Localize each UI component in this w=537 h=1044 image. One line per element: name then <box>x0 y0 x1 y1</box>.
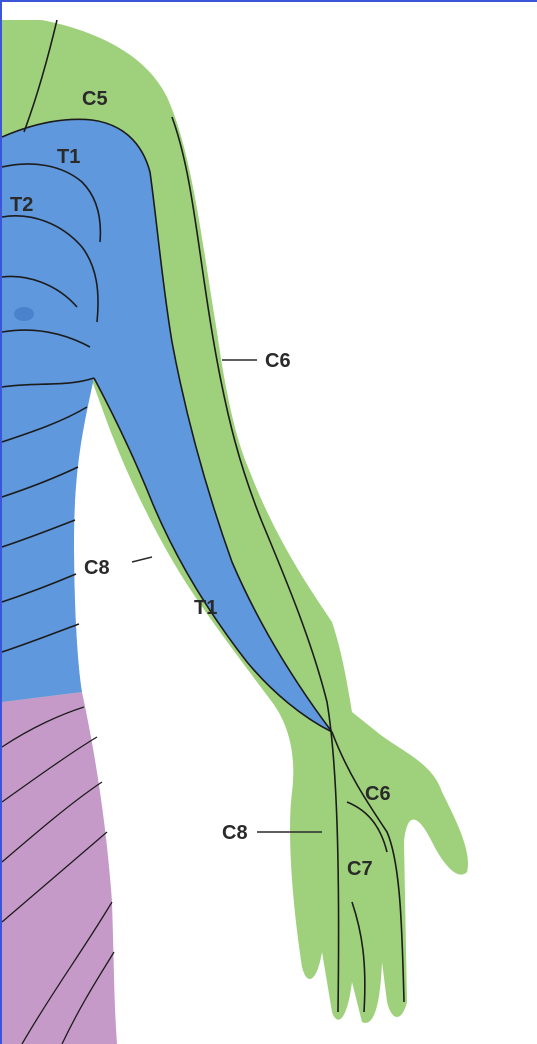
label-c6-hand: C6 <box>365 783 391 805</box>
label-c8-arm: C8 <box>84 557 110 579</box>
label-c7-hand: C7 <box>347 858 373 880</box>
label-c6-arm: C6 <box>265 350 291 372</box>
nipple-mark <box>14 307 34 321</box>
label-t2: T2 <box>10 194 33 216</box>
label-t1-forearm: T1 <box>194 597 217 619</box>
label-c8-hand: C8 <box>222 822 248 844</box>
purple-dermatome-region <box>2 692 117 1044</box>
label-c5: C5 <box>82 88 108 110</box>
label-t1-upper: T1 <box>57 146 80 168</box>
